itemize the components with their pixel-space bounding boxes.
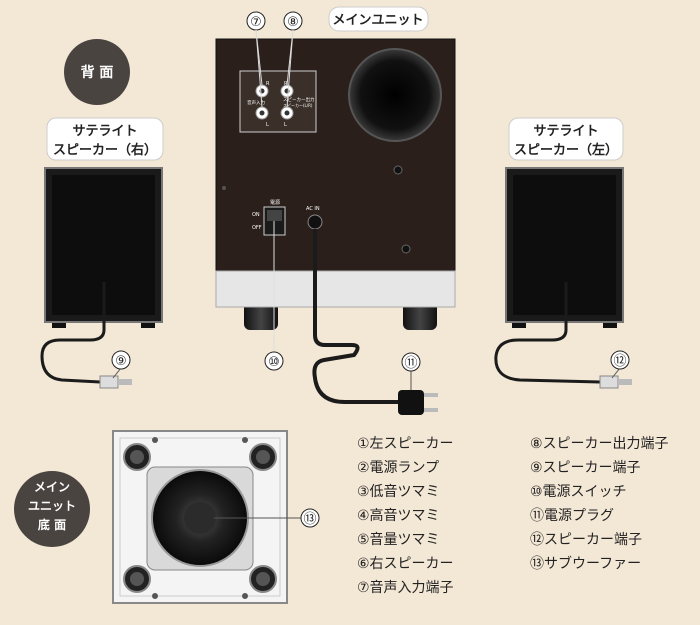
bass-port: [348, 48, 442, 142]
satellite-left-foot: [512, 320, 526, 328]
callout-12: ⑫: [610, 350, 630, 370]
legend-item: ⑬サブウーファー: [530, 556, 642, 572]
rear-badge: 背 面: [64, 39, 130, 105]
speaker-out-sub-label: スピーカー(L/R): [283, 103, 313, 108]
legend-item: ⑦音声入力端子: [357, 580, 454, 596]
ac-in-label: AC IN: [306, 206, 320, 212]
power-plug[interactable]: [398, 390, 438, 415]
legend-item: ①左スピーカー: [357, 436, 454, 452]
legend-item: ⑥右スピーカー: [357, 556, 454, 572]
power-plug-prong: [424, 408, 438, 412]
satellite-right-label-line2: スピーカー（右）: [53, 142, 157, 158]
callout-8: ⑧: [283, 11, 303, 108]
bottom-badge: メイン ユニット 底 面: [14, 471, 90, 547]
screw: [242, 593, 248, 599]
legend-item: ⑨スピーカー端子: [530, 460, 641, 476]
callout-8-number: ⑧: [287, 15, 299, 30]
main-unit-label: メインユニット: [332, 13, 423, 28]
rubber-foot-center: [256, 572, 270, 586]
legend-item: ②電源ランプ: [357, 460, 440, 476]
terminal-panel: 音声入力 スピーカー出力 スピーカー(L/R) R L R L: [239, 70, 317, 133]
legend-item: ⑤音量ツマミ: [357, 532, 440, 548]
main-unit: [215, 38, 456, 330]
audio-in-l-label: L: [266, 122, 269, 128]
satellite-left-label-box: サテライト スピーカー（左）: [508, 117, 624, 161]
screw: [152, 593, 158, 599]
legend-left: ①左スピーカー ②電源ランプ ③低音ツマミ ④高音ツマミ ⑤音量ツマミ ⑥右スピ…: [357, 432, 454, 600]
bottom-plate-inset: [119, 437, 281, 597]
satellite-speaker-left: [494, 167, 632, 389]
satellite-right-cable: [40, 282, 106, 384]
satellite-left-cable: [494, 282, 601, 384]
satellite-right-label-box: サテライト スピーカー（右）: [46, 117, 164, 161]
legend-item: ④高音ツマミ: [357, 508, 440, 524]
callout-9-number: ⑨: [115, 354, 127, 369]
power-label: 電源: [270, 199, 280, 206]
speaker-out-r-label: R: [284, 81, 288, 87]
satellite-right-foot: [141, 320, 155, 328]
legend-right: ⑧スピーカー出力端子 ⑨スピーカー端子 ⑩電源スイッチ ⑪電源プラグ ⑫スピーカ…: [530, 432, 669, 576]
power-switch-rocker: [267, 210, 282, 221]
power-on-label: ON: [252, 212, 260, 218]
screw: [401, 244, 411, 254]
callout-10-number: ⑩: [268, 355, 280, 370]
legend-item: ⑧スピーカー出力端子: [530, 436, 669, 452]
power-plug-body: [398, 390, 424, 415]
rubber-foot-center: [130, 450, 144, 464]
callout-7-number: ⑦: [250, 15, 262, 30]
satellite-right-connector-tip: [118, 379, 132, 385]
callout-7: ⑦: [246, 11, 266, 108]
terminal-panel-frame: [239, 70, 317, 133]
speaker-out-l-jack-center: [284, 110, 290, 116]
ac-in-socket[interactable]: [307, 214, 323, 230]
screw: [222, 186, 226, 190]
satellite-left-connector-tip: [618, 379, 632, 385]
power-off-label: OFF: [252, 225, 262, 231]
main-unit-base: [215, 270, 456, 308]
bottom-badge-line2: ユニット: [28, 499, 76, 513]
power-switch-area: 電源 ON OFF: [252, 199, 286, 352]
satellite-left-label-line1: サテライト: [533, 124, 598, 139]
legend-item: ⑪電源プラグ: [530, 508, 614, 524]
rubber-foot-center: [130, 572, 144, 586]
speaker-out-label: スピーカー出力: [283, 96, 315, 103]
satellite-right-foot: [52, 320, 66, 328]
callout-12-number: ⑫: [613, 354, 626, 369]
satellite-right-label-line1: サテライト: [72, 124, 137, 139]
legend-item: ⑫スピーカー端子: [530, 532, 642, 548]
power-plug-prong: [424, 393, 438, 397]
callout-9: ⑨: [111, 350, 131, 370]
screw: [393, 165, 403, 175]
satellite-left-foot: [603, 320, 617, 328]
rubber-foot-center: [256, 450, 270, 464]
audio-in-l-jack-center: [259, 110, 265, 116]
satellite-left-label-line2: スピーカー（左）: [514, 142, 618, 158]
bottom-badge-line3: 底 面: [38, 517, 66, 532]
callout-13-number: ⑬: [303, 512, 316, 527]
satellite-right-connector[interactable]: [99, 375, 119, 389]
callout-13: ⑬: [300, 508, 320, 528]
callout-10: ⑩: [264, 351, 284, 371]
audio-in-r-label: R: [266, 81, 270, 87]
rear-badge-label: 背 面: [81, 64, 114, 81]
bottom-view: [112, 430, 301, 604]
power-cord: [312, 229, 400, 404]
callout-11: ⑪: [401, 352, 421, 390]
audio-in-label: 音声入力: [247, 99, 265, 106]
legend-item: ③低音ツマミ: [357, 484, 440, 500]
satellite-left-connector[interactable]: [599, 375, 619, 389]
screw: [242, 437, 248, 443]
bottom-badge-line1: メイン: [34, 480, 70, 494]
subwoofer-dust-cap: [184, 502, 216, 534]
speaker-out-l-label: L: [284, 122, 287, 128]
main-unit-label-box: メインユニット: [328, 6, 429, 32]
callout-11-number: ⑪: [404, 356, 417, 371]
screw: [152, 437, 158, 443]
satellite-speaker-right: [40, 167, 163, 389]
legend-item: ⑩電源スイッチ: [530, 484, 627, 500]
